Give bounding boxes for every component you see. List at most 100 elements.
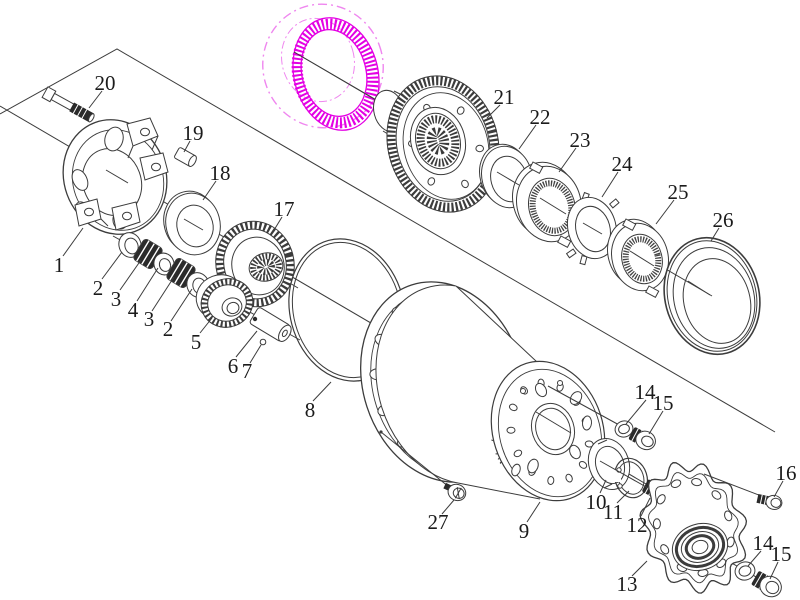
callout-leader-line [648, 410, 664, 435]
oil-plug-upper-group [547, 385, 656, 451]
steel-ball [259, 338, 267, 346]
part-number-label: 22 [530, 105, 551, 129]
snap-ring [612, 457, 649, 499]
callout-leader-line [558, 147, 577, 173]
callout-leader-line [526, 501, 541, 523]
ring-gear-phantom-inner [281, 17, 355, 103]
callout-leader-line [62, 227, 84, 257]
part-number-label: 27 [428, 510, 449, 534]
part-number-label: 25 [668, 180, 689, 204]
callout-leader-line [486, 104, 501, 119]
ring-gear-phantom-outline [262, 3, 384, 129]
part-number-label: 13 [617, 572, 638, 596]
callout-leader-line [235, 330, 258, 358]
planet-shaft-pin [249, 307, 292, 346]
spline-bore [416, 115, 460, 167]
part-number-label: 15 [653, 391, 674, 415]
part-number-label: 14 [635, 380, 657, 404]
cap-bolt [703, 473, 783, 510]
ring-gear-highlighted [262, 3, 389, 131]
part-number-label: 8 [305, 398, 316, 422]
callout-leader-line [183, 140, 191, 153]
callout-leader-line [441, 499, 455, 515]
bearing-lock-nut-23 [512, 161, 582, 249]
part-number-label: 14 [753, 531, 775, 555]
part-number-label: 26 [713, 208, 734, 232]
part-number-label: 21 [494, 85, 515, 109]
part-number-label: 16 [776, 461, 797, 485]
ring-gear-centerline [293, 51, 389, 108]
hub-cap [639, 462, 748, 594]
callout-leader-line [601, 171, 619, 198]
part-number-label: 11 [603, 500, 623, 524]
ring-gear-support-gear [373, 75, 500, 213]
ring-gear-internal-teeth [291, 18, 379, 129]
callout-leader-line [599, 479, 607, 494]
drum-rear-rim [375, 284, 459, 484]
callout-leader-line [249, 344, 262, 364]
drum-bottom-edge [457, 482, 541, 500]
carrier-bolt [41, 86, 95, 123]
callout-leader-line [88, 90, 103, 109]
callout-leader-line [710, 227, 720, 242]
part-number-label: 7 [242, 359, 253, 383]
callout-leader-line [199, 317, 213, 334]
part-number-label: 17 [274, 197, 295, 221]
planet-gear-small [195, 274, 254, 328]
callout-leader-line [518, 124, 537, 150]
callout-leader-line [151, 276, 175, 312]
callout-leader-line [769, 561, 779, 580]
gear-teeth [200, 278, 254, 328]
part-number-label: 10 [586, 490, 607, 514]
ring-gear-teeth-inner [300, 28, 368, 118]
callout-leader-line [655, 199, 675, 225]
part-number-label: 1 [54, 253, 65, 277]
part-number-label: 18 [210, 161, 231, 185]
carrier-boss [74, 117, 169, 231]
part-number-label: 3 [111, 287, 122, 311]
callout-leader-line [136, 267, 159, 302]
callout-leader-line [747, 550, 762, 567]
callout-leader-line [119, 259, 142, 291]
part-number-label: 2 [163, 317, 174, 341]
dowel-pin [174, 147, 197, 167]
assembly-axis-line [0, 48, 776, 433]
wheel-hub [359, 281, 606, 502]
thread-bore [622, 236, 662, 282]
planet-carrier [62, 117, 169, 235]
thrust-ring [163, 190, 221, 256]
part-number-label: 24 [612, 152, 634, 176]
callout-leader-line [640, 497, 651, 517]
callout-leader-line [170, 288, 193, 322]
planet-washer-bearing-set [118, 232, 210, 298]
callout-leader-line [616, 490, 630, 504]
hub-bolt [379, 430, 467, 502]
bore-centerline-segments [105, 169, 711, 489]
part-number-label: 5 [191, 330, 202, 354]
part-number-label: 15 [771, 542, 792, 566]
screw-plug [628, 427, 656, 451]
thread-bore [529, 180, 575, 234]
callout-leader-line [202, 180, 217, 201]
part-number-label: 2 [93, 276, 104, 300]
gear-teeth [386, 76, 500, 212]
callout-leader-line [101, 251, 123, 280]
part-number-label: 19 [183, 121, 204, 145]
part-number-label: 4 [128, 298, 139, 322]
callout-leader-line [631, 560, 648, 577]
part-number-label: 9 [519, 519, 530, 543]
part-number-label: 12 [627, 513, 648, 537]
callout-leader-line [312, 381, 332, 402]
oil-seal-ring [663, 236, 761, 356]
callout-leader-line [773, 480, 784, 498]
pin-lock-dot [252, 316, 258, 322]
gear-teeth [215, 221, 295, 307]
part-number-label: 20 [95, 71, 116, 95]
screw-plug [751, 571, 782, 598]
oil-plug-lower-group [734, 561, 782, 598]
part-number-label: 3 [144, 307, 155, 331]
callout-leader-line [625, 399, 647, 425]
